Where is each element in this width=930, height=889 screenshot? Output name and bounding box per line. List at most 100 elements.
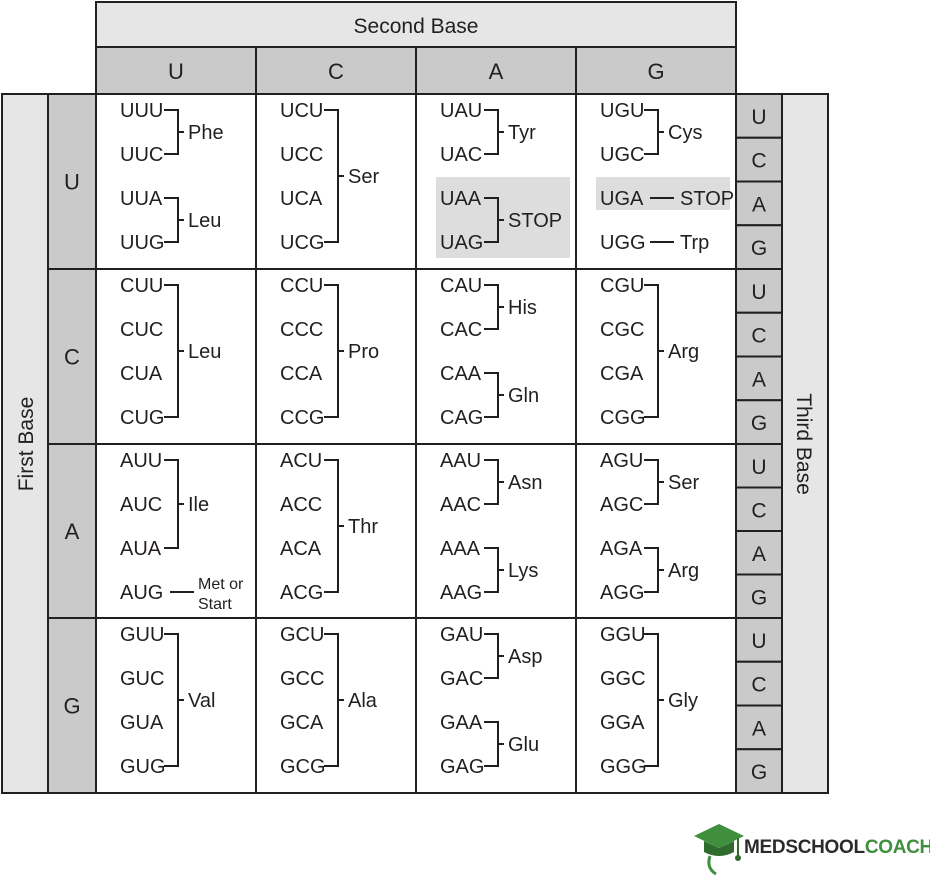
codon-label: UAU: [440, 100, 482, 122]
third-base-label: A: [752, 193, 766, 216]
codon-label: GCA: [280, 712, 324, 734]
codon-label: UCU: [280, 100, 323, 122]
codon-label: GGG: [600, 756, 647, 778]
codon-label: AUC: [120, 494, 162, 516]
amino-acid-label: STOP: [680, 188, 734, 210]
codon-label: UUG: [120, 232, 164, 254]
second-base-title: Second Base: [354, 15, 479, 38]
amino-acid-label: Ser: [348, 166, 379, 188]
codon-label: ACA: [280, 538, 322, 560]
codon-label: GAG: [440, 756, 484, 778]
brand-name-part2: COACH: [864, 837, 930, 858]
codon-label: AGC: [600, 494, 643, 516]
codon-label: GUG: [120, 756, 166, 778]
amino-acid-label: Arg: [668, 560, 699, 582]
second-base-label: A: [489, 59, 504, 84]
amino-acid-label: Lys: [508, 560, 538, 582]
amino-acid-label: His: [508, 297, 537, 319]
third-base-label: G: [751, 412, 767, 435]
third-base-label: U: [751, 456, 766, 479]
codon-label: UUC: [120, 144, 163, 166]
second-base-label: G: [647, 59, 664, 84]
codon-label: CCG: [280, 407, 324, 429]
codon-label: GCC: [280, 668, 324, 690]
amino-acid-label: Leu: [188, 210, 221, 232]
third-base-cell: [735, 573, 783, 619]
first-base-header: [1, 93, 49, 794]
third-base-label: U: [751, 281, 766, 304]
stop-codon-highlight: [436, 177, 570, 258]
brand-name: MEDSCHOOLCOACH: [744, 837, 930, 859]
codon-label: GAA: [440, 712, 483, 734]
codon-label: CAC: [440, 319, 482, 341]
codon-label: GCG: [280, 756, 326, 778]
third-base-label: G: [751, 237, 767, 260]
codon-cell: [255, 93, 417, 270]
codon-label: AAG: [440, 582, 482, 604]
amino-acid-label: Gly: [668, 690, 698, 712]
codon-label: CUC: [120, 319, 163, 341]
codon-cell: [255, 443, 417, 619]
codon-label: CGC: [600, 319, 644, 341]
third-base-label: A: [752, 368, 766, 391]
amino-acid-label: Asn: [508, 472, 542, 494]
codon-label: UGG: [600, 232, 646, 254]
third-base-cell: [735, 748, 783, 794]
codon-label: CCU: [280, 275, 323, 297]
codon-label: ACC: [280, 494, 322, 516]
graduation-cap-icon: [694, 824, 744, 876]
amino-acid-label: Trp: [680, 232, 709, 254]
codon-label: GAU: [440, 624, 483, 646]
amino-acid-label: Ile: [188, 494, 209, 516]
codon-label: UGC: [600, 144, 644, 166]
amino-acid-label: Arg: [668, 341, 699, 363]
codon-label: CUG: [120, 407, 164, 429]
codon-cell: [255, 617, 417, 794]
codon-label: AUU: [120, 450, 162, 472]
third-base-cell: [735, 486, 783, 532]
codon-label: UCG: [280, 232, 324, 254]
codon-label: CGU: [600, 275, 644, 297]
first-base-cell: [47, 268, 97, 445]
codon-label: GUA: [120, 712, 164, 734]
codon-label: AUG: [120, 582, 163, 604]
codon-label: AAC: [440, 494, 481, 516]
codon-label: ACG: [280, 582, 323, 604]
codon-cell: [95, 443, 257, 619]
third-base-header: [781, 93, 829, 794]
codon-label: CAU: [440, 275, 482, 297]
amino-acid-label: Asp: [508, 646, 542, 668]
codon-label: AGU: [600, 450, 643, 472]
codon-label: AUA: [120, 538, 162, 560]
second-base-label: C: [328, 59, 344, 84]
codon-label: GAC: [440, 668, 483, 690]
codon-label: UAG: [440, 232, 483, 254]
codon-label: CUA: [120, 363, 163, 385]
stop-codon-highlight: [596, 177, 730, 210]
amino-acid-label: Pro: [348, 341, 379, 363]
codon-label: AAA: [440, 538, 481, 560]
codon-cell: [575, 617, 737, 794]
codon-label: ACU: [280, 450, 322, 472]
amino-acid-label: Ser: [668, 472, 699, 494]
third-base-cell: [735, 311, 783, 358]
amino-acid-label: Ala: [348, 690, 378, 712]
codon-cell: [255, 268, 417, 445]
third-base-label: C: [751, 674, 766, 697]
third-base-label: G: [751, 586, 767, 609]
first-base-label: C: [64, 345, 80, 370]
brand-name-part1: MEDSCHOOL: [744, 837, 865, 858]
codon-label: UCC: [280, 144, 323, 166]
third-base-label: C: [751, 325, 766, 348]
codon-label: AGA: [600, 538, 643, 560]
amino-acid-label: Gln: [508, 385, 539, 407]
codon-label: UGA: [600, 188, 644, 210]
codon-cell: [95, 268, 257, 445]
third-base-cell: [735, 180, 783, 227]
codon-label: UUA: [120, 188, 163, 210]
codon-label: AAU: [440, 450, 481, 472]
codon-label: UUU: [120, 100, 163, 122]
codon-label: CGA: [600, 363, 644, 385]
third-base-label: U: [751, 630, 766, 653]
